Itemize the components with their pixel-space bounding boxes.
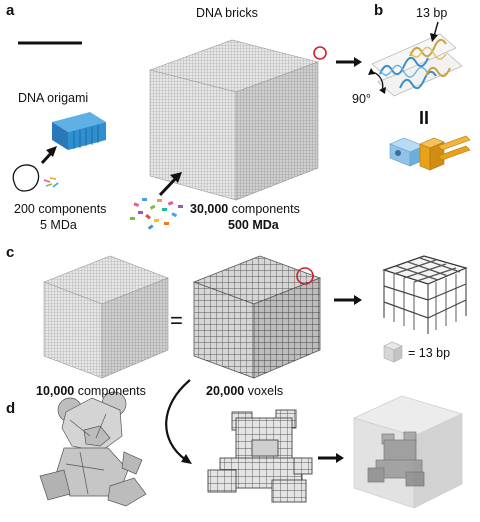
- voxels-label-c: 20,000 voxels: [206, 384, 283, 398]
- bricks-mass-label: 500 MDa: [228, 218, 279, 232]
- dna-origami-block: [52, 112, 106, 150]
- bricks-components-number: 30,000: [190, 202, 229, 216]
- bricks-components-label: 30,000 components: [190, 202, 300, 216]
- voxel-bear: [207, 409, 313, 503]
- components-number-c: 10,000: [36, 384, 75, 398]
- curved-arrow: [165, 379, 191, 461]
- bricks-arrow: [158, 175, 179, 197]
- brick-pile: [130, 198, 183, 230]
- panel-letter-c: c: [6, 244, 15, 261]
- voxel-cube-c: [192, 255, 322, 379]
- bricks-components-word: components: [231, 202, 300, 216]
- legend-label: = 13 bp: [408, 346, 451, 360]
- voxel-lattice-zoom: [382, 255, 468, 334]
- cast-cube: [352, 395, 464, 509]
- dna-bricks-title: DNA bricks: [196, 6, 258, 20]
- origami-arrowhead: [46, 146, 57, 157]
- brick-model: [389, 135, 471, 171]
- voxels-number-c: 20,000: [206, 384, 245, 398]
- scaffold-loop: [12, 164, 40, 192]
- angle-label: 90°: [352, 92, 371, 106]
- voxels-word-c: voxels: [247, 384, 284, 398]
- highlight-circle-c: [296, 267, 314, 285]
- panel-letter-d: d: [6, 400, 16, 417]
- origami-mass-label: 5 MDa: [40, 218, 77, 232]
- highlight-circle-a: [313, 46, 327, 60]
- teddy-bear-mesh: [39, 391, 147, 507]
- equals-symbol: =: [170, 308, 183, 333]
- double-helix-model: [371, 33, 463, 97]
- legend-voxel: [383, 341, 403, 363]
- panel-letter-b: b: [374, 2, 384, 19]
- bp-label: 13 bp: [416, 6, 448, 20]
- staple-strands: [43, 177, 59, 188]
- panel-letter-a: a: [6, 2, 15, 19]
- components-label-c: 10,000 components: [36, 384, 146, 398]
- components-word-c: components: [77, 384, 146, 398]
- dna-origami-title: DNA origami: [18, 91, 89, 105]
- brick-cube-c: [43, 255, 169, 379]
- dna-bricks-cube: [148, 39, 320, 201]
- parallel-symbol: II: [419, 108, 430, 128]
- origami-components-label: 200 components: [14, 202, 107, 216]
